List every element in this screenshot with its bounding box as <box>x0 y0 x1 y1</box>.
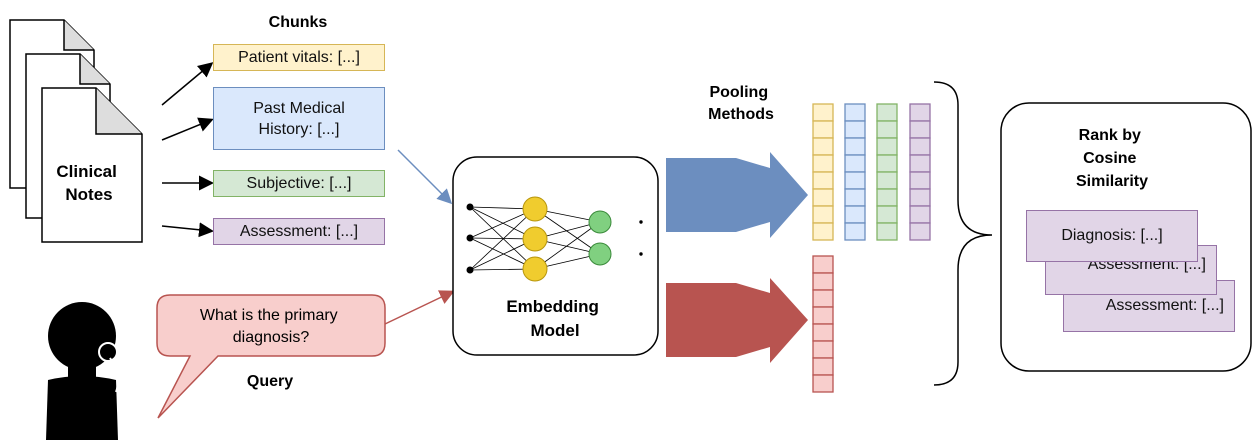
embedding-model-box <box>452 156 659 356</box>
nn-edge <box>534 208 601 255</box>
chunk-vector-blue <box>844 103 866 241</box>
vector-cell <box>844 137 866 156</box>
vector-cell <box>812 137 834 156</box>
vector-cell <box>844 103 866 122</box>
vector-cell <box>844 171 866 190</box>
arrow-to-pmh <box>161 117 214 141</box>
nn-output-node <box>588 242 612 266</box>
vector-cell <box>812 289 834 308</box>
vector-cell <box>876 205 898 224</box>
vector-cell <box>876 137 898 156</box>
vector-cell <box>876 120 898 139</box>
person-silhouette-icon <box>46 302 119 440</box>
nn-hidden-node <box>522 196 548 222</box>
vector-cell <box>876 154 898 173</box>
neural-network-icon <box>466 196 643 282</box>
embedding-model-label: Embedding Model <box>506 297 603 340</box>
nn-hidden-node <box>522 256 548 282</box>
vector-cell <box>909 222 931 241</box>
ranked-result-label: Diagnosis: [...] <box>1061 227 1163 244</box>
vector-cell <box>909 154 931 173</box>
nn-edge <box>469 206 536 270</box>
vector-cell <box>909 137 931 156</box>
query-vector-red <box>812 255 834 393</box>
vector-cell <box>812 188 834 207</box>
rank-label: Rank by Cosine Similarity <box>1076 127 1148 190</box>
vector-cell <box>812 255 834 274</box>
vector-cell <box>876 222 898 241</box>
vector-cell <box>812 306 834 325</box>
vector-cell <box>909 188 931 207</box>
nn-hidden-node <box>522 226 548 252</box>
vector-cell <box>812 103 834 122</box>
chunk-patient-vitals: Patient vitals: [...] <box>213 44 385 71</box>
nn-input-node <box>466 234 474 242</box>
vector-cell <box>909 205 931 224</box>
vector-cell <box>812 357 834 376</box>
clinical-notes-stack <box>9 19 143 243</box>
note-fold-front <box>95 88 142 135</box>
nn-output-node <box>588 210 612 234</box>
nn-edge <box>534 221 601 270</box>
vector-cell <box>876 188 898 207</box>
chunk-subjective: Subjective: [...] <box>213 170 385 197</box>
vector-cell <box>812 120 834 139</box>
vector-cell <box>812 205 834 224</box>
vector-cell <box>812 374 834 393</box>
arrow-to-vitals <box>161 62 214 106</box>
arrow-to-assessment <box>161 222 214 238</box>
vector-cell <box>909 120 931 139</box>
vector-cell <box>876 171 898 190</box>
clinical-notes-label: Clinical Notes <box>56 162 121 204</box>
vector-cell <box>812 272 834 291</box>
vector-cell <box>844 205 866 224</box>
ranked-result: Diagnosis: [...] <box>1026 210 1198 262</box>
vector-cell <box>909 103 931 122</box>
arrow-query-to-model <box>384 290 455 325</box>
chunk-label: Patient vitals: [...] <box>238 49 360 66</box>
pooling-title: Pooling Methods <box>708 84 774 123</box>
vector-cell <box>812 154 834 173</box>
chunk-vector-green <box>876 103 898 241</box>
vector-cell <box>812 222 834 241</box>
query-speech-bubble <box>156 294 386 419</box>
chunk-vector-yellow <box>812 103 834 241</box>
nn-edge <box>469 208 536 271</box>
chunk-vector-purple <box>909 103 931 241</box>
chunk-label: Assessment: [...] <box>239 223 359 240</box>
vector-cell <box>876 103 898 122</box>
red-pooling-arrow <box>666 278 808 363</box>
vector-cell <box>812 323 834 342</box>
chunk-label: Subjective: [...] <box>246 175 352 192</box>
query-title: Query <box>247 373 293 390</box>
query-text: What is the primary diagnosis? <box>200 307 342 346</box>
vector-cell <box>844 154 866 173</box>
ranked-result-label: Assessment: [...] <box>1105 297 1224 314</box>
nn-input-node <box>466 266 474 274</box>
vector-cell <box>844 120 866 139</box>
grouping-brace <box>933 81 993 386</box>
arrow-chunks-to-model <box>397 149 453 205</box>
embedding-vectors <box>812 103 931 393</box>
nn-dot <box>639 220 643 224</box>
chunk-assessment: Assessment: [...] <box>213 218 385 245</box>
chunks-title: Chunks <box>269 14 328 31</box>
note-fold-back <box>63 20 94 51</box>
nn-dot <box>639 252 643 256</box>
nn-input-node <box>466 203 474 211</box>
vector-cell <box>909 171 931 190</box>
vector-cell <box>812 171 834 190</box>
vector-cell <box>844 222 866 241</box>
vector-cell <box>844 188 866 207</box>
blue-pooling-arrow <box>666 152 808 238</box>
note-fold-middle <box>79 54 110 85</box>
vector-cell <box>812 340 834 359</box>
